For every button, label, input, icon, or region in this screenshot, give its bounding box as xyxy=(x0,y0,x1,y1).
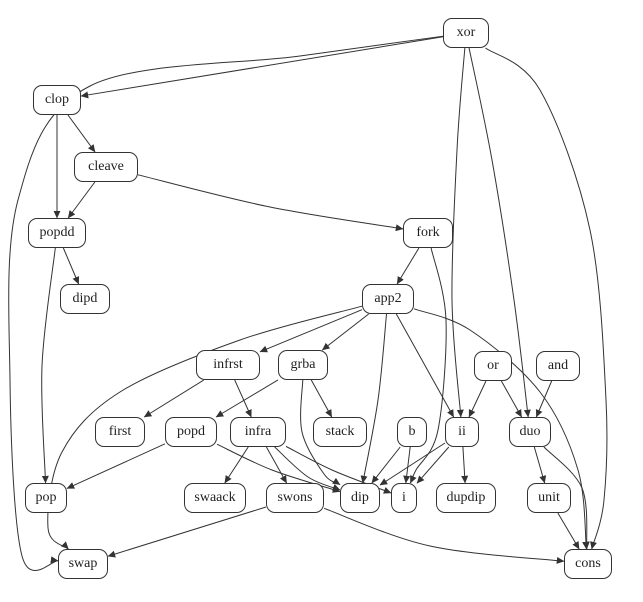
graph-edge-popdd-pop xyxy=(41,247,56,484)
graph-edge-infra-swaack xyxy=(224,446,249,484)
graph-edge-clop-cleave xyxy=(67,114,96,153)
graph-node-i: i xyxy=(391,483,417,513)
graph-node-swaack: swaack xyxy=(184,483,246,513)
graph-node-xor: xor xyxy=(443,18,489,48)
graph-node-dupdip: dupdip xyxy=(436,483,496,513)
graph-node-app2: app2 xyxy=(362,284,414,314)
graph-edge-infra-swons xyxy=(265,446,288,484)
graph-edge-and-duo xyxy=(535,380,553,418)
graph-edge-popdd-dipd xyxy=(62,247,80,285)
graph-edge-cleave-fork xyxy=(137,174,404,232)
graph-edge-duo-cons xyxy=(543,446,590,550)
graph-edge-xor-cons xyxy=(485,47,608,550)
graph-node-unit: unit xyxy=(527,483,571,513)
graph-edge-ii-i xyxy=(416,446,450,484)
graph-edge-xor-swap xyxy=(8,35,444,571)
graph-edge-grba-popd xyxy=(215,379,279,418)
graph-node-dipd: dipd xyxy=(60,284,110,314)
graph-edge-infrst-infra xyxy=(234,379,252,418)
graph-node-clop: clop xyxy=(33,85,81,115)
graph-node-pop: pop xyxy=(25,483,67,513)
graph-edge-or-duo xyxy=(500,380,523,418)
graph-node-ii: ii xyxy=(445,417,479,447)
graph-edge-b-i xyxy=(403,446,411,484)
graph-edge-xor-ii xyxy=(451,47,466,418)
graph-edge-app2-ii xyxy=(395,313,455,418)
graph-edge-popd-pop xyxy=(66,443,166,489)
graph-node-or: or xyxy=(474,351,512,381)
graph-edge-unit-cons xyxy=(557,512,580,550)
graph-node-grba: grba xyxy=(278,350,328,380)
graph-edge-or-ii xyxy=(468,380,487,418)
graph-edge-infra-dip xyxy=(274,446,341,491)
graph-node-infra: infra xyxy=(230,417,286,447)
graph-edge-b-dip xyxy=(371,446,401,484)
graph-edge-grba-stack xyxy=(310,379,333,418)
graph-edge-fork-i xyxy=(409,247,447,484)
graph-node-swap: swap xyxy=(58,549,108,579)
graph-edge-infrst-first xyxy=(143,379,205,418)
graph-node-popd: popd xyxy=(165,417,217,447)
graph-node-popdd: popdd xyxy=(28,218,86,248)
graph-node-cleave: cleave xyxy=(74,152,138,182)
graph-node-swons: swons xyxy=(266,483,324,513)
graph-edge-xor-clop xyxy=(80,36,444,99)
graph-edge-xor-duo xyxy=(468,47,531,418)
graph-node-infrst: infrst xyxy=(196,350,260,380)
graph-edge-grba-dip xyxy=(300,379,341,486)
graph-edge-swons-swap xyxy=(107,506,267,558)
graph-edge-ii-dip xyxy=(379,442,446,486)
graph-node-stack: stack xyxy=(313,417,367,447)
graph-edge-app2-dip xyxy=(360,313,388,484)
graph-edge-app2-infrst xyxy=(259,309,363,353)
graph-node-dip: dip xyxy=(340,483,380,513)
graph-node-first: first xyxy=(95,417,145,447)
graph-node-duo: duo xyxy=(509,417,551,447)
graph-edge-popd-dip xyxy=(216,443,341,493)
graph-node-fork: fork xyxy=(403,218,453,248)
graph-node-cons: cons xyxy=(564,549,612,579)
graph-edge-fork-app2 xyxy=(396,247,420,285)
graph-edge-app2-swap xyxy=(47,305,363,550)
graph-edge-app2-cons xyxy=(413,308,590,550)
graph-edge-app2-grba xyxy=(322,313,369,351)
graph-node-and: and xyxy=(536,351,580,381)
graph-edge-swons-cons xyxy=(323,507,565,564)
graph-edge-cleave-popdd xyxy=(67,181,96,219)
graph-node-b: b xyxy=(397,417,427,447)
graph-edge-ii-dupdip xyxy=(461,446,469,484)
graph-edge-duo-unit xyxy=(533,446,547,484)
